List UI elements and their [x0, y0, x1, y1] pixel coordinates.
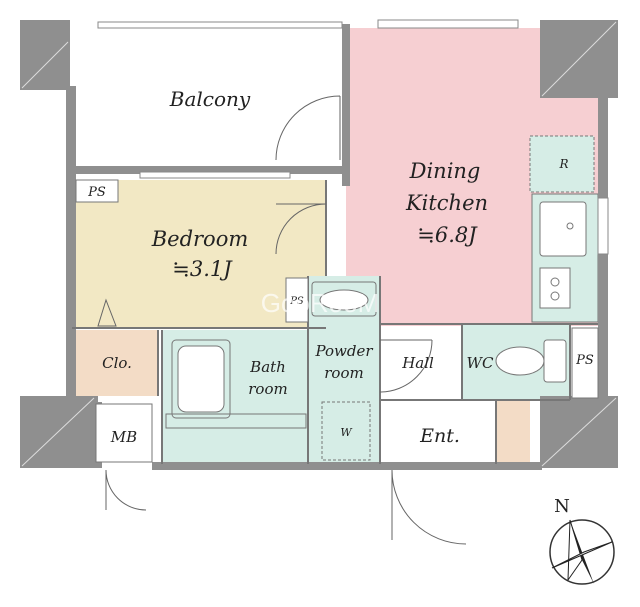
meter-box [95, 403, 153, 463]
pipe-space-top-left [75, 179, 119, 203]
door-swing [391, 469, 467, 545]
window [139, 171, 291, 179]
pipe-space-right [571, 327, 599, 399]
ps-label: PS [575, 353, 594, 368]
meter-box-label: MB [110, 428, 137, 446]
wall [20, 20, 70, 90]
bedroom-label: Bedroom [151, 227, 249, 251]
dining-kitchen-label: Dining [409, 159, 481, 183]
door-swing [275, 203, 327, 255]
basin-bowl [319, 289, 369, 311]
window [597, 197, 609, 255]
bath-step [165, 413, 307, 429]
wall [342, 24, 350, 186]
burner-icon [550, 291, 560, 301]
wc-label: WC [467, 354, 494, 372]
balcony-area [70, 28, 346, 170]
wall [152, 462, 542, 470]
entrance-label: Ent. [419, 425, 460, 447]
entrance-shoe-area [496, 400, 530, 464]
closet-label: Clo. [102, 354, 132, 372]
door-swing [97, 298, 117, 327]
toilet-tank [543, 339, 567, 383]
powder-label: Powder [314, 342, 373, 360]
bath-label: Bath [249, 358, 286, 376]
north-compass: N [549, 496, 615, 585]
washer-space [321, 401, 371, 461]
compass-north-label: N [554, 496, 570, 517]
ps-label: PS [87, 185, 106, 200]
closet-area [72, 330, 158, 396]
hatch [21, 397, 95, 467]
door-swing [105, 469, 147, 511]
watermark-logo: GooRooM [261, 288, 380, 318]
balcony-label: Balcony [169, 87, 251, 111]
hatch [21, 41, 69, 89]
sink-icon [539, 201, 587, 257]
door-swing [275, 95, 341, 161]
bathtub-inner [177, 345, 225, 413]
toilet-icon [495, 346, 545, 376]
dining-kitchen-label: Kitchen [405, 191, 488, 215]
washer-label: W [340, 426, 353, 439]
ps-label: PS [289, 296, 304, 307]
window [377, 19, 519, 29]
bedroom-area [72, 180, 326, 328]
wall [66, 86, 76, 396]
stove-icon [539, 267, 571, 309]
powder-label: room [324, 364, 363, 382]
hatch [541, 21, 617, 97]
hatch [541, 397, 617, 467]
hall-label: Hall [401, 354, 434, 372]
bath-label: room [248, 380, 287, 398]
pipe-space-small [285, 277, 309, 323]
door-swing [379, 339, 433, 393]
bedroom-size: ≒3.1J [172, 257, 233, 281]
refrigerator [529, 135, 595, 193]
dining-kitchen-size: ≒6.8J [417, 223, 478, 247]
refrigerator-label: R [558, 157, 568, 171]
sink-drain [566, 222, 574, 230]
burner-icon [550, 277, 560, 287]
window [97, 21, 343, 29]
wall [70, 166, 346, 174]
